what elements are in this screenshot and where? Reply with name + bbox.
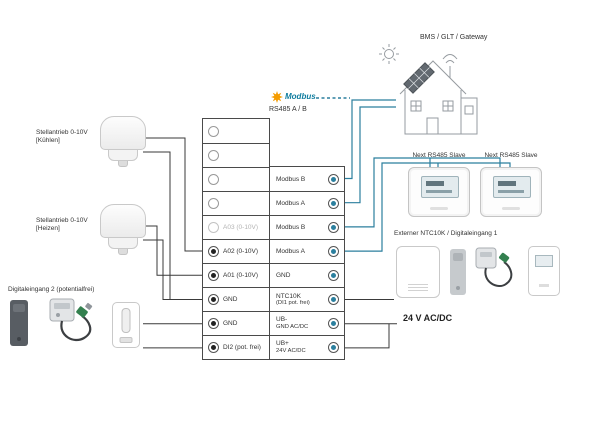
terminal-row-ub-minus: UB-GND AC/DC: [270, 311, 344, 335]
terminal-circle: [328, 246, 339, 258]
rs485-slave-device-1: [408, 167, 470, 217]
solar-panel: [403, 62, 435, 94]
terminal-row-ntc10k: NTC10K(DI1 pot. frei): [270, 287, 344, 311]
terminal-circle: [328, 173, 339, 185]
terminal-label: UB-: [276, 316, 288, 324]
window-handle-device: [112, 302, 140, 348]
slave-button: [430, 207, 448, 210]
slave-button: [502, 207, 520, 210]
house-annex: [461, 97, 478, 135]
terminal-row-gnd-1: GND: [203, 287, 269, 311]
terminal-row-modbus-a2: Modbus A: [270, 239, 344, 263]
terminal-circle: [208, 198, 219, 209]
door-contact-device-right: [450, 249, 466, 295]
terminal-row-empty-3: [203, 167, 269, 191]
terminal-circle: [208, 222, 219, 233]
rs485-label: RS485 A / B: [269, 106, 307, 113]
wire-heat-gnd: [143, 239, 202, 300]
terminal-row-di2: DI2 (pot. frei): [203, 335, 269, 359]
wire-ub-plus: [345, 323, 390, 349]
terminal-label: DI2 (pot. frei): [223, 344, 261, 351]
actuator-heat-label: Stellantrieb 0-10V [Heizen]: [36, 217, 88, 233]
terminal-row-a01: A01 (0-10V): [203, 263, 269, 287]
terminal-row-ub-plus: UB+24V AC/DC: [270, 335, 344, 359]
wire-cool-signal: [143, 137, 202, 252]
wires-modbus: [316, 97, 511, 252]
terminal-circle: [328, 294, 339, 306]
terminal-circle: [208, 174, 219, 185]
terminal-circle: [328, 342, 339, 353]
wire-heat-signal: [143, 225, 202, 276]
terminal-label: GND: [276, 271, 291, 279]
terminal-label: NTC10K: [276, 292, 301, 300]
actuator-heat-device: [100, 204, 146, 255]
wire-modbus-b-bms: [345, 99, 396, 180]
bms-gateway-label: BMS / GLT / Gateway: [420, 34, 488, 41]
antenna-icon: [442, 54, 458, 78]
slave1-label: Next RS485 Slave: [412, 152, 466, 159]
terminal-row-empty-2: [203, 143, 269, 167]
terminal-circle: [208, 125, 219, 137]
slave-display: [493, 176, 531, 198]
terminal-label: GND: [223, 320, 238, 327]
cable-sensor-icon: [49, 298, 93, 342]
terminal-circle: [328, 318, 339, 330]
thermostat-device: [528, 246, 560, 296]
ntc-wall-sensor-device: [396, 246, 440, 298]
terminal-circle: [328, 222, 339, 234]
wires-left: [143, 137, 202, 349]
slave-display: [421, 176, 459, 198]
wire-modbus-a-slaves: [345, 162, 511, 252]
terminal-row-gnd-right: GND: [270, 263, 344, 287]
house-walls: [404, 90, 462, 135]
terminal-block-right-column: Modbus B Modbus A Modbus B Modbus A GND …: [270, 166, 345, 360]
terminal-block-left-column: A03 (0-10V) A02 (0-10V) A01 (0-10V) GND …: [202, 118, 270, 360]
terminal-circle: [208, 270, 219, 281]
wires-right: [345, 299, 397, 349]
terminal-row-empty-1: [203, 119, 269, 143]
terminal-label: A01 (0-10V): [223, 272, 259, 279]
terminal-circle: [208, 342, 219, 353]
house-door: [426, 117, 439, 135]
slave2-label: Next RS485 Slave: [484, 152, 538, 159]
cable-sensor-icon: [475, 247, 513, 287]
wire-modbus-a-bms: [345, 106, 396, 204]
terminal-row-gnd-2: GND: [203, 311, 269, 335]
wire-modbus-b-slaves: [345, 157, 501, 228]
terminal-label: Modbus A: [276, 247, 305, 255]
ntc-digital-input-label: Externer NTC10K / Digitaleingang 1: [394, 230, 498, 237]
cable-sensor-device: [44, 296, 102, 353]
sun-icon: [379, 44, 399, 64]
terminal-label: A02 (0-10V): [223, 248, 259, 255]
power-supply-label: 24 V AC/DC: [403, 313, 453, 323]
bms-house-illustration: [379, 44, 478, 135]
digital-input-label: Digitaleingang 2 (potentialfrei): [8, 286, 95, 293]
terminal-row-a02: A02 (0-10V): [203, 239, 269, 263]
terminal-row-modbus-b1: Modbus B: [270, 167, 344, 191]
terminal-label: UB+: [276, 340, 289, 348]
actuator-cool-label: Stellantrieb 0-10V [Kühlen]: [36, 129, 88, 145]
terminal-label: A03 (0-10V): [223, 224, 259, 231]
terminal-label: Modbus A: [276, 200, 305, 208]
modbus-label: Modbus: [285, 92, 316, 101]
terminal-circle: [208, 150, 219, 161]
terminal-label: Modbus B: [276, 224, 306, 232]
terminal-row-modbus-a1: Modbus A: [270, 191, 344, 215]
terminal-circle: [208, 246, 219, 257]
rs485-slave-device-2: [480, 167, 542, 217]
terminal-row-empty-4: [203, 191, 269, 215]
terminal-circle: [208, 294, 219, 305]
terminal-row-modbus-b2: Modbus B: [270, 215, 344, 239]
terminal-row-a03: A03 (0-10V): [203, 215, 269, 239]
terminal-circle: [328, 270, 339, 282]
door-contact-device: [10, 300, 28, 346]
actuator-cool-device: [100, 116, 146, 167]
terminal-circle: [328, 198, 339, 210]
terminal-label: Modbus B: [276, 175, 306, 183]
ntc-cable-sensor-device: [472, 244, 524, 303]
modbus-star-icon: [271, 91, 283, 103]
terminal-label: GND: [223, 296, 238, 303]
terminal-circle: [208, 318, 219, 329]
